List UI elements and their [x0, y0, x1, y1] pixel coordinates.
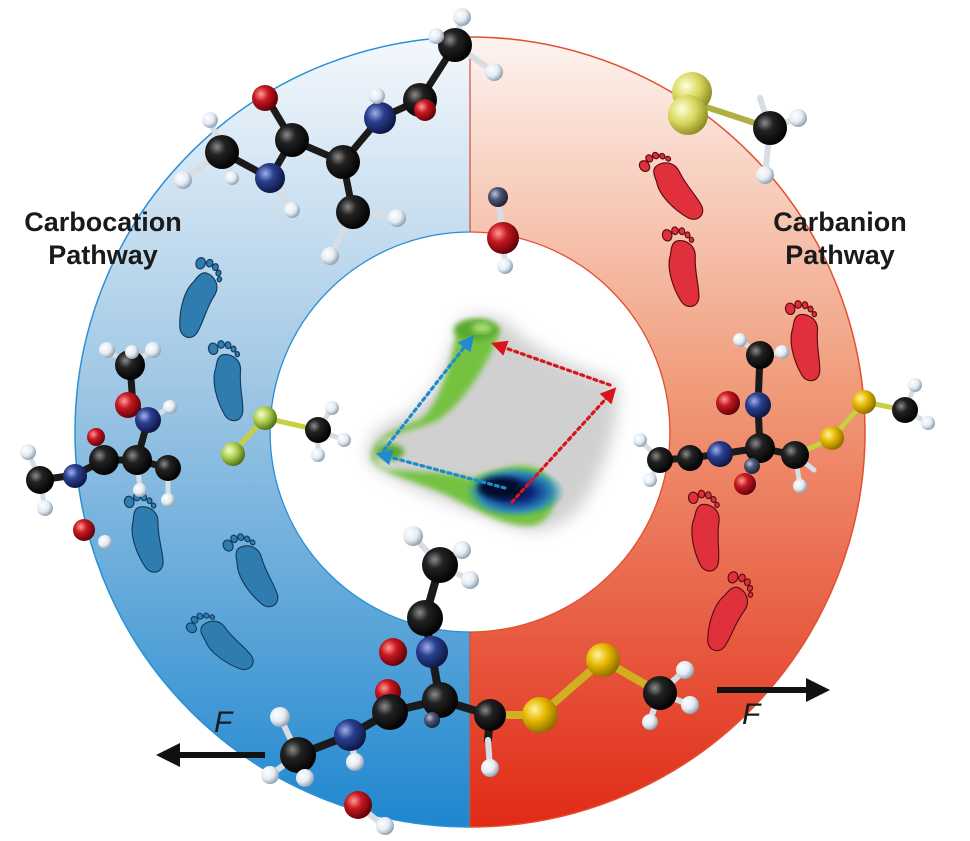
molecule-water-top [487, 187, 519, 274]
molecule-left-inner-thiol [221, 401, 351, 466]
force-label-right: F [742, 698, 761, 731]
molecule-left [20, 342, 181, 549]
carbocation-arrow-2 [382, 334, 474, 452]
carbocation-arrow-1 [375, 449, 507, 490]
carbanion-arrow-1 [510, 387, 617, 504]
molecule-right [633, 333, 935, 495]
inner-disk-outline-right [469, 231, 671, 633]
inner-disk-outline-left [269, 231, 471, 633]
force-arrows [156, 678, 830, 767]
carbanion-label-line2: Pathway [785, 240, 895, 270]
force-label-left: F [214, 706, 233, 739]
molecule-top-right-methanethiol [668, 72, 807, 184]
molecule-top-left [174, 8, 503, 265]
energy-surface [368, 316, 618, 531]
carbanion-arrow-2 [490, 340, 612, 387]
molecule-water-bottom [344, 791, 394, 835]
molecule-bottom [261, 526, 699, 787]
carbanion-label-line1: Carbanion [773, 207, 907, 237]
carbanion-pathway-label: Carbanion Pathway [755, 206, 925, 272]
carbocation-label-line2: Pathway [48, 240, 158, 270]
carbocation-label-line1: Carbocation [24, 207, 182, 237]
surface-pathway-arrows [375, 334, 617, 504]
carbocation-pathway-label: Carbocation Pathway [8, 206, 198, 272]
